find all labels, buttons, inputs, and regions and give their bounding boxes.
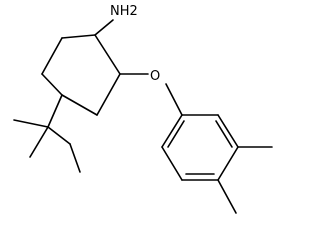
aromatic-bond [161, 114, 183, 148]
amine-bond [94, 19, 114, 36]
alkyl-bond [47, 94, 63, 128]
ring-bond [94, 34, 121, 75]
amine-label: NH2 [110, 4, 138, 19]
ether-bond-aryl-side [165, 83, 183, 116]
methyl-bond-para [217, 179, 237, 214]
ring-bond [61, 94, 98, 116]
alkyl-bond [29, 126, 49, 158]
cyclohexane-ring [41, 34, 121, 116]
molecule-diagram: NH2 O [13, 4, 273, 214]
aromatic-double-bond [215, 120, 233, 148]
alkyl-bond [69, 143, 81, 173]
structure-canvas: NH2 O [13, 4, 273, 214]
aromatic-bond [161, 146, 183, 181]
ring-bond [96, 73, 121, 116]
ring-bond [61, 34, 96, 39]
ring-bond [41, 73, 63, 96]
alkyl-bond [47, 126, 71, 145]
ring-bond [41, 37, 63, 75]
alkyl-bond [13, 119, 49, 128]
aromatic-double-bond [167, 120, 185, 148]
tert-pentyl-group [13, 94, 81, 173]
aromatic-bond [217, 146, 239, 181]
benzene-ring [161, 114, 239, 181]
oxygen-label: O [150, 69, 160, 84]
aromatic-bond [217, 114, 239, 148]
